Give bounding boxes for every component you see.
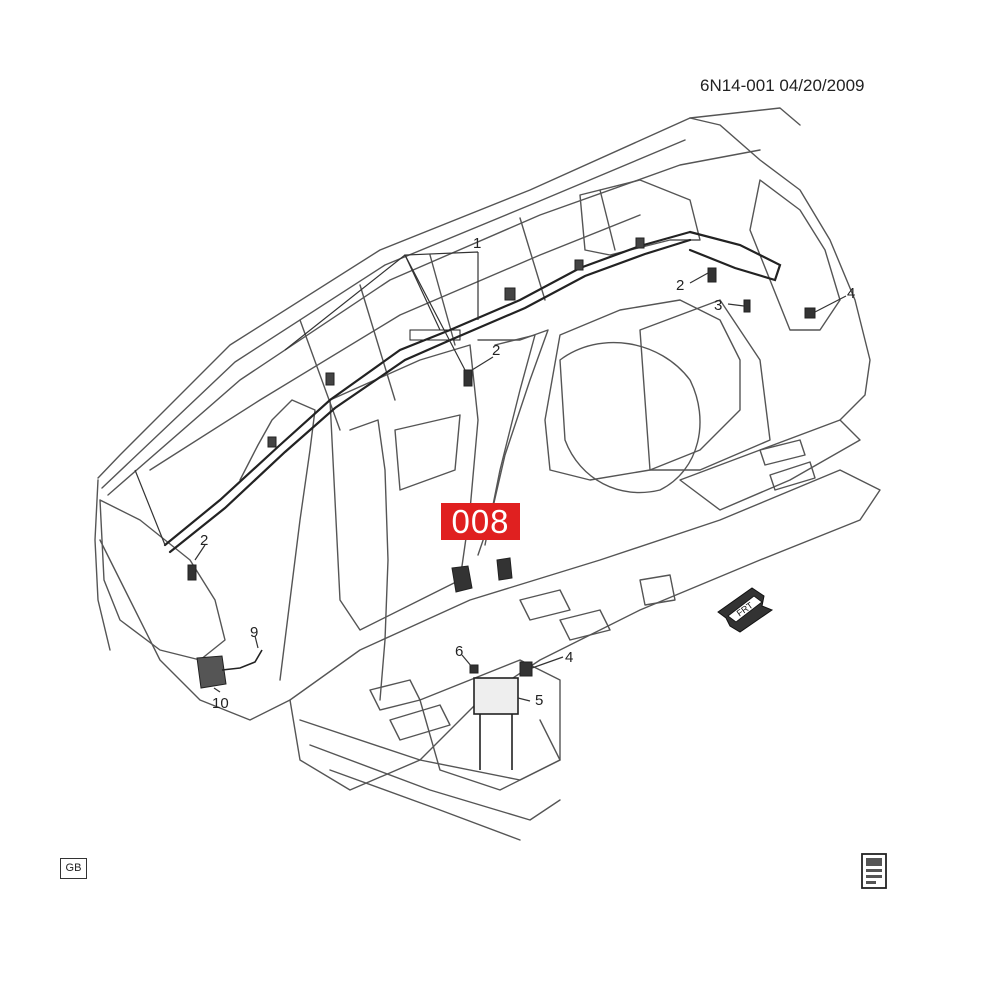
roof-bow <box>299 319 341 431</box>
roof-edge-inner <box>107 149 761 496</box>
floor-detail <box>759 439 806 466</box>
floor-rail <box>309 744 561 821</box>
airbag-tab <box>325 372 335 386</box>
kick-panel <box>99 499 226 661</box>
sensor-harness-9 <box>221 649 263 671</box>
floor-detail <box>394 414 461 491</box>
rear-pillar <box>689 117 871 421</box>
callout-3: 3 <box>714 297 722 314</box>
leader-6 <box>461 654 473 668</box>
callout-6: 6 <box>455 643 463 660</box>
document-id-date: 6N14-001 04/20/2009 <box>700 76 865 95</box>
callout-10: 10 <box>212 695 229 712</box>
service-manual-icon <box>861 853 887 889</box>
floor-detail <box>559 609 611 641</box>
nut-4 <box>804 307 816 319</box>
roof-bow <box>359 284 396 401</box>
rear-floor <box>679 419 861 511</box>
roof-edge <box>97 107 801 479</box>
callout-4: 4 <box>847 285 855 302</box>
bolt-2 <box>187 564 197 581</box>
forward-arrow-icon: FRT <box>717 587 774 633</box>
leader-5 <box>517 697 531 702</box>
leader-front <box>134 469 166 546</box>
roof-inner-line <box>149 214 641 471</box>
a-pillar <box>239 399 316 681</box>
leader-2c <box>689 272 709 284</box>
callout-4: 4 <box>565 649 573 666</box>
leader-10 <box>213 687 221 693</box>
bolt-2 <box>707 267 717 283</box>
floor-rail-2 <box>329 769 521 841</box>
front-body <box>94 479 111 651</box>
callout-2: 2 <box>492 342 500 359</box>
tunnel <box>419 659 561 791</box>
airbag-tab <box>504 287 516 301</box>
bolt-2 <box>463 369 473 387</box>
callout-2: 2 <box>200 532 208 549</box>
leader-2b <box>471 356 494 371</box>
airbag-inflator <box>688 230 782 282</box>
region-code: GB <box>60 858 87 879</box>
roof-bow <box>599 189 616 251</box>
floor-detail <box>369 679 421 711</box>
rear-door-opening <box>544 299 741 481</box>
floor-detail <box>519 589 571 621</box>
part-number-badge: 008 <box>441 503 520 540</box>
callout-1: 1 <box>473 235 481 252</box>
curtain-airbag <box>163 230 692 547</box>
curtain-airbag-lower <box>168 238 692 554</box>
airbag-tab <box>409 329 461 341</box>
leader-9 <box>254 635 259 649</box>
sdm-module <box>473 677 519 715</box>
leader-4b <box>531 656 564 669</box>
leader-3 <box>727 303 745 307</box>
roof-rail <box>101 139 686 489</box>
airbag-tab <box>635 237 645 249</box>
front-sensor-10 <box>196 655 227 689</box>
callout-5: 5 <box>535 692 543 709</box>
roof-bow <box>519 217 546 301</box>
callout-9: 9 <box>250 624 258 641</box>
side-impact-sensor <box>451 565 473 593</box>
front-sill <box>99 539 291 721</box>
airbag-tab <box>267 436 277 448</box>
leader-4a <box>814 295 847 313</box>
b-pillar-edge <box>484 334 536 546</box>
front-pillar-lower <box>349 419 389 701</box>
rear-window-frame <box>579 179 701 256</box>
bolt-3 <box>743 299 751 313</box>
floor-detail <box>639 574 676 606</box>
wheel-house <box>559 341 701 494</box>
floor-pan <box>289 469 881 791</box>
leader-mid <box>404 254 441 331</box>
rear-panel <box>749 179 841 331</box>
nut-4 <box>519 661 533 677</box>
callout-2: 2 <box>676 277 684 294</box>
floor-detail <box>389 704 451 741</box>
sdm-bracket <box>479 714 513 770</box>
airbag-tab <box>574 259 584 271</box>
side-impact-sensor-rear <box>496 557 513 581</box>
floor-detail <box>769 461 816 491</box>
leader-1 <box>404 251 479 371</box>
rear-trim-panel <box>639 299 771 471</box>
leader-1b <box>284 254 406 351</box>
leader-2a <box>194 544 206 561</box>
